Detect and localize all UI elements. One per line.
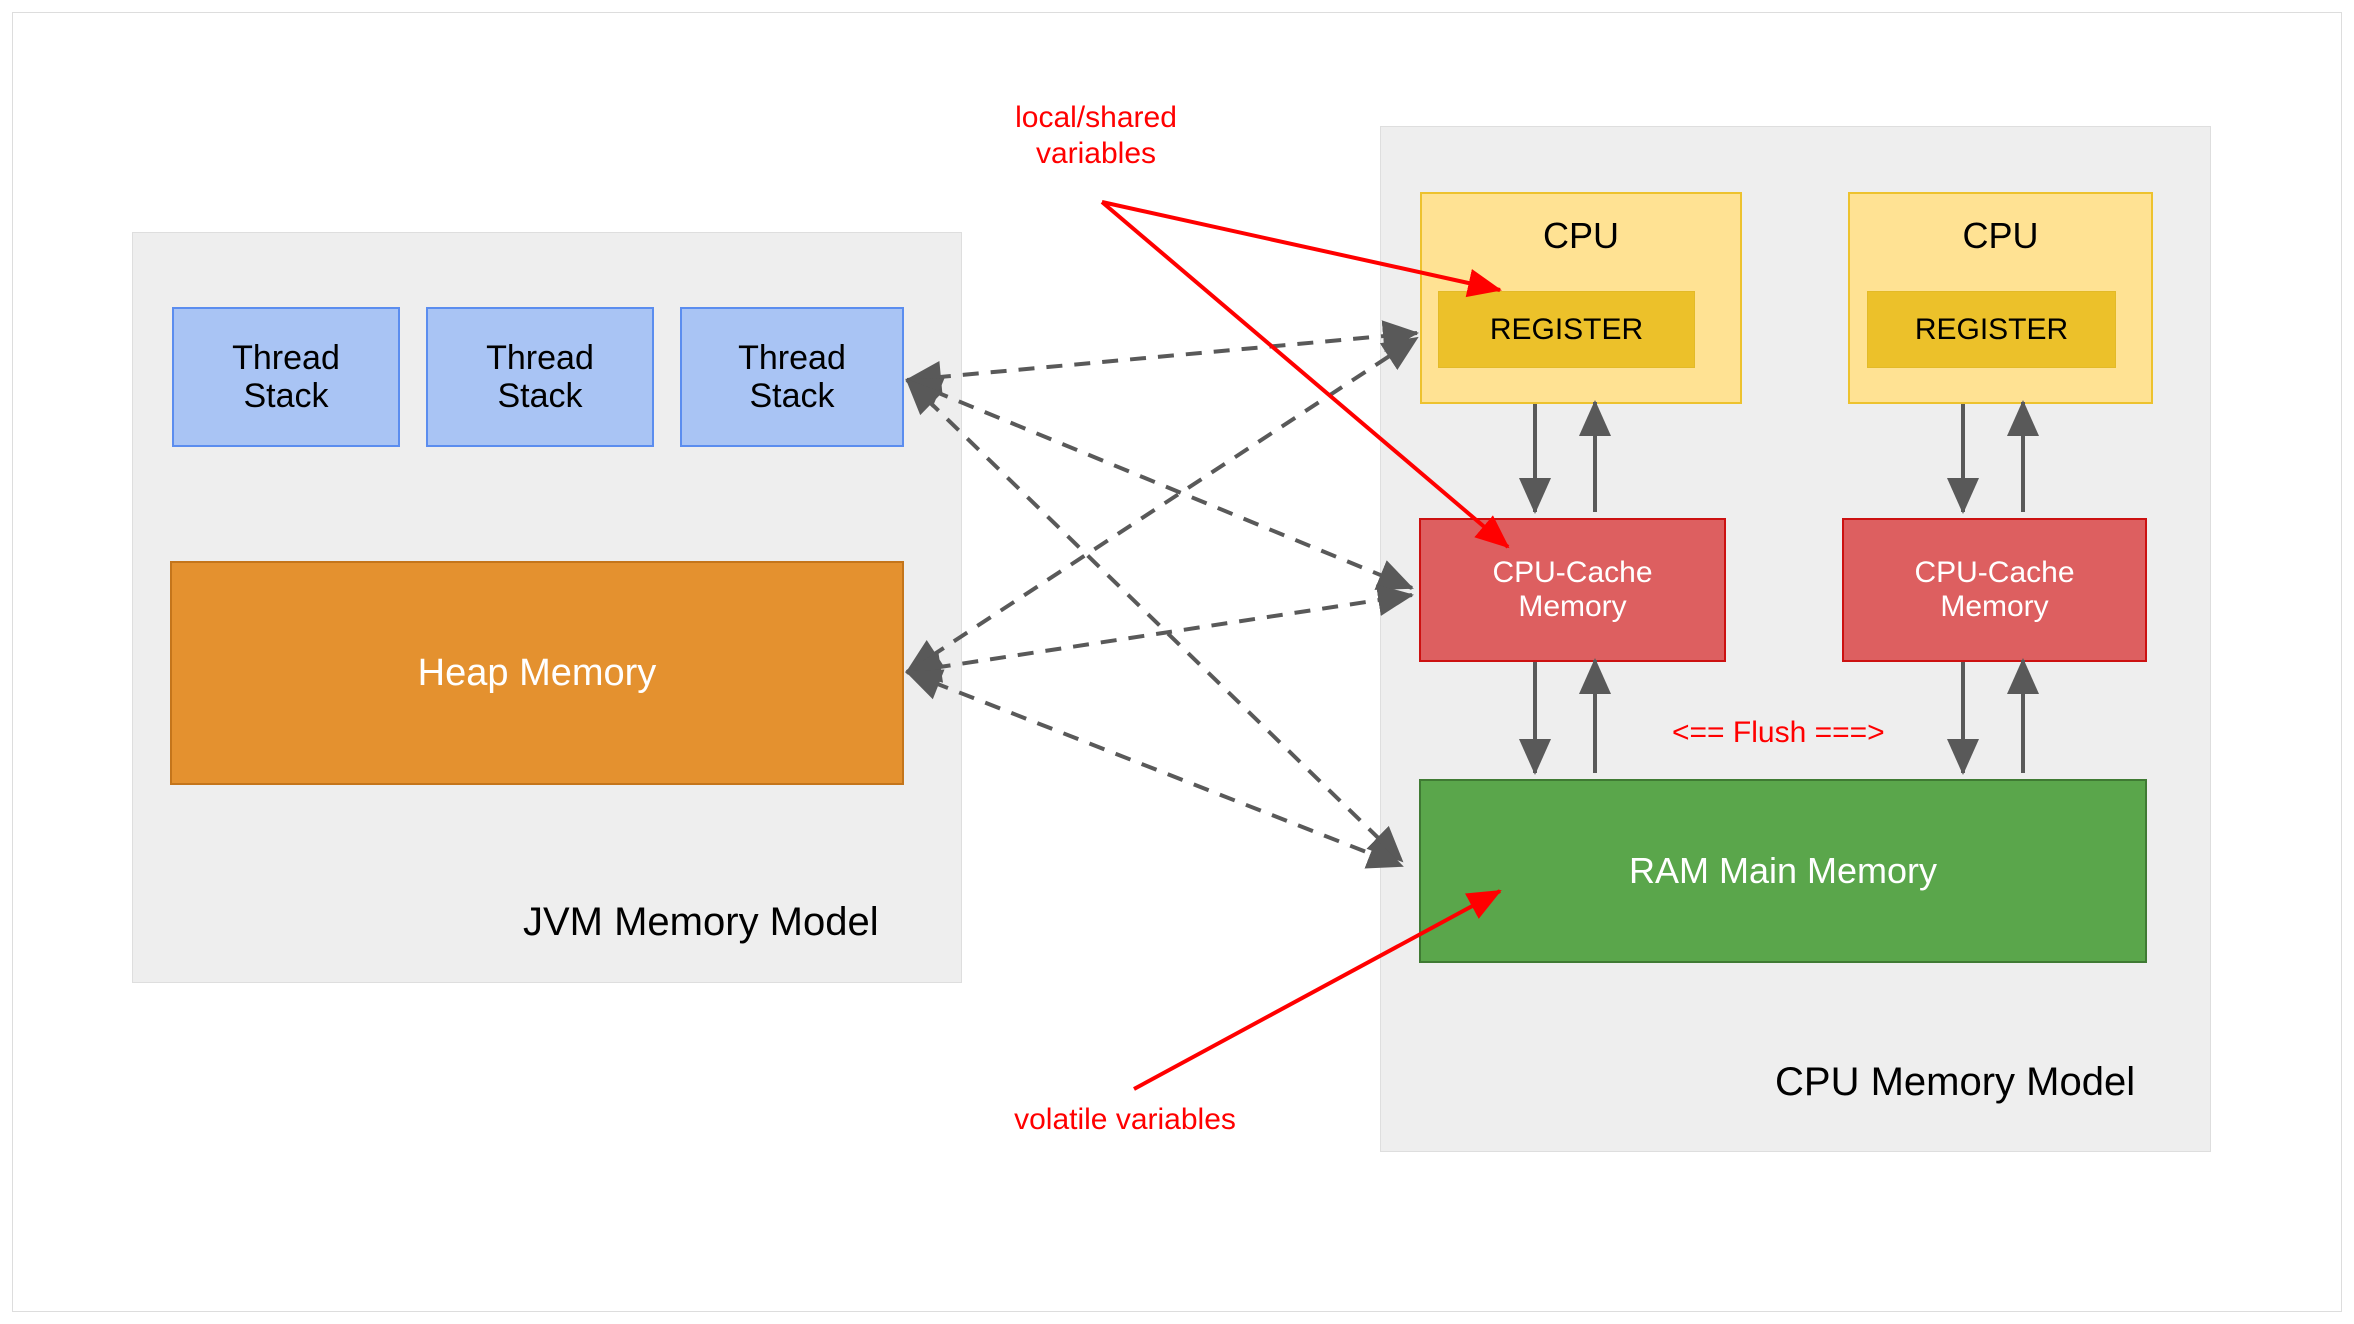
thread-stack-box-2[interactable]: Thread Stack bbox=[426, 307, 654, 447]
cpu-cache-memory-box-1[interactable]: CPU-Cache Memory bbox=[1419, 518, 1726, 662]
ram-main-memory-box[interactable]: RAM Main Memory bbox=[1419, 779, 2147, 963]
cpu-panel-title: CPU Memory Model bbox=[1775, 1060, 2136, 1104]
volatile-variables-label: volatile variables bbox=[1014, 1103, 1236, 1136]
local-shared-variables-label: local/shared variables bbox=[1015, 101, 1177, 170]
register-box-1[interactable]: REGISTER bbox=[1438, 291, 1695, 368]
cpu-cache-memory-box-2[interactable]: CPU-Cache Memory bbox=[1842, 518, 2147, 662]
register-box-2[interactable]: REGISTER bbox=[1867, 291, 2116, 368]
jvm-panel-title: JVM Memory Model bbox=[523, 900, 879, 944]
thread-stack-box-1[interactable]: Thread Stack bbox=[172, 307, 400, 447]
heap-memory-box[interactable]: Heap Memory bbox=[170, 561, 904, 785]
flush-label: <== Flush ===> bbox=[1672, 716, 1885, 749]
thread-stack-box-3[interactable]: Thread Stack bbox=[680, 307, 904, 447]
